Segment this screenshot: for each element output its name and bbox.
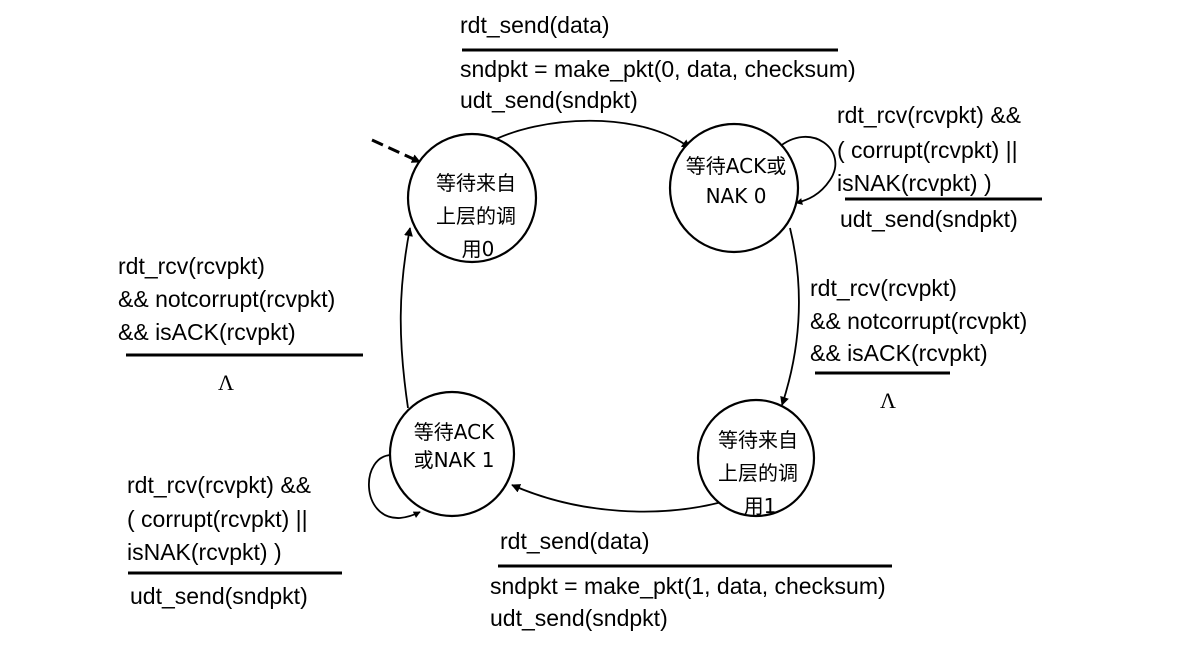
transition-event: && notcorrupt(rcvpkt) [810,308,1027,334]
transition-event: && isACK(rcvpkt) [810,340,988,366]
transition-event: rdt_rcv(rcvpkt) [810,275,957,301]
state-label-line: 用1 [744,494,777,518]
state-label-line: 上层的调 [436,204,516,228]
state-wait-call-1: 等待来自 上层的调 用1 [696,398,816,518]
transition-event: ( corrupt(rcvpkt) || [837,137,1018,163]
transition-action: sndpkt = make_pkt(0, data, checksum) [460,56,856,82]
transition-ack-0: rdt_rcv(rcvpkt) && notcorrupt(rcvpkt) &&… [810,275,1027,413]
transition-action: udt_send(sndpkt) [460,87,638,113]
initial-state-arrow [371,138,421,164]
state-wait-ack-0: 等待ACK或 NAK 0 [668,122,800,254]
state-label-line: 等待来自 [436,171,516,195]
transition-action: Λ [218,370,234,395]
transition-action: sndpkt = make_pkt(1, data, checksum) [490,573,886,599]
transition-event: rdt_send(data) [460,12,610,38]
transition-event: isNAK(rcvpkt) ) [837,170,992,196]
state-label-line: 用0 [462,237,495,261]
transition-action: Λ [880,388,896,413]
state-label-line: NAK 0 [706,184,767,208]
transition-event: rdt_rcv(rcvpkt) [118,253,265,279]
state-label-line: 等待ACK或 [686,154,786,178]
state-wait-ack-1: 等待ACK 或NAK 1 [388,390,516,518]
transition-event: rdt_rcv(rcvpkt) && [127,472,311,498]
transition-action: udt_send(sndpkt) [490,605,668,631]
transition-send-1: rdt_send(data) sndpkt = make_pkt(1, data… [490,528,892,631]
transition-event: ( corrupt(rcvpkt) || [127,506,308,532]
transition-action: udt_send(sndpkt) [130,583,308,609]
transition-ack-1: rdt_rcv(rcvpkt) && notcorrupt(rcvpkt) &&… [118,253,363,395]
transition-event: && isACK(rcvpkt) [118,319,296,345]
transition-action: udt_send(sndpkt) [840,206,1018,232]
transition-resend-1: rdt_rcv(rcvpkt) && ( corrupt(rcvpkt) || … [127,472,342,609]
self-loop-resend-1 [368,454,421,519]
transition-send-0: rdt_send(data) sndpkt = make_pkt(0, data… [460,12,856,113]
state-label-line: 上层的调 [718,461,798,485]
transition-event: isNAK(rcvpkt) ) [127,539,282,565]
arc-send-0 [487,119,691,149]
self-loop-resend-0 [777,136,837,205]
state-label-line: 等待来自 [718,428,798,452]
state-label-line: 等待ACK [414,420,495,444]
state-label-line: 或NAK 1 [414,448,495,472]
arc-ack-0 [780,227,800,406]
transition-event: && notcorrupt(rcvpkt) [118,286,335,312]
transition-resend-0: rdt_rcv(rcvpkt) && ( corrupt(rcvpkt) || … [837,102,1042,232]
state-wait-call-0: 等待来自 上层的调 用0 [406,132,538,264]
transition-event: rdt_send(data) [500,528,650,554]
arc-send-1 [511,484,723,513]
transition-event: rdt_rcv(rcvpkt) && [837,102,1021,128]
arc-ack-1 [399,227,413,409]
